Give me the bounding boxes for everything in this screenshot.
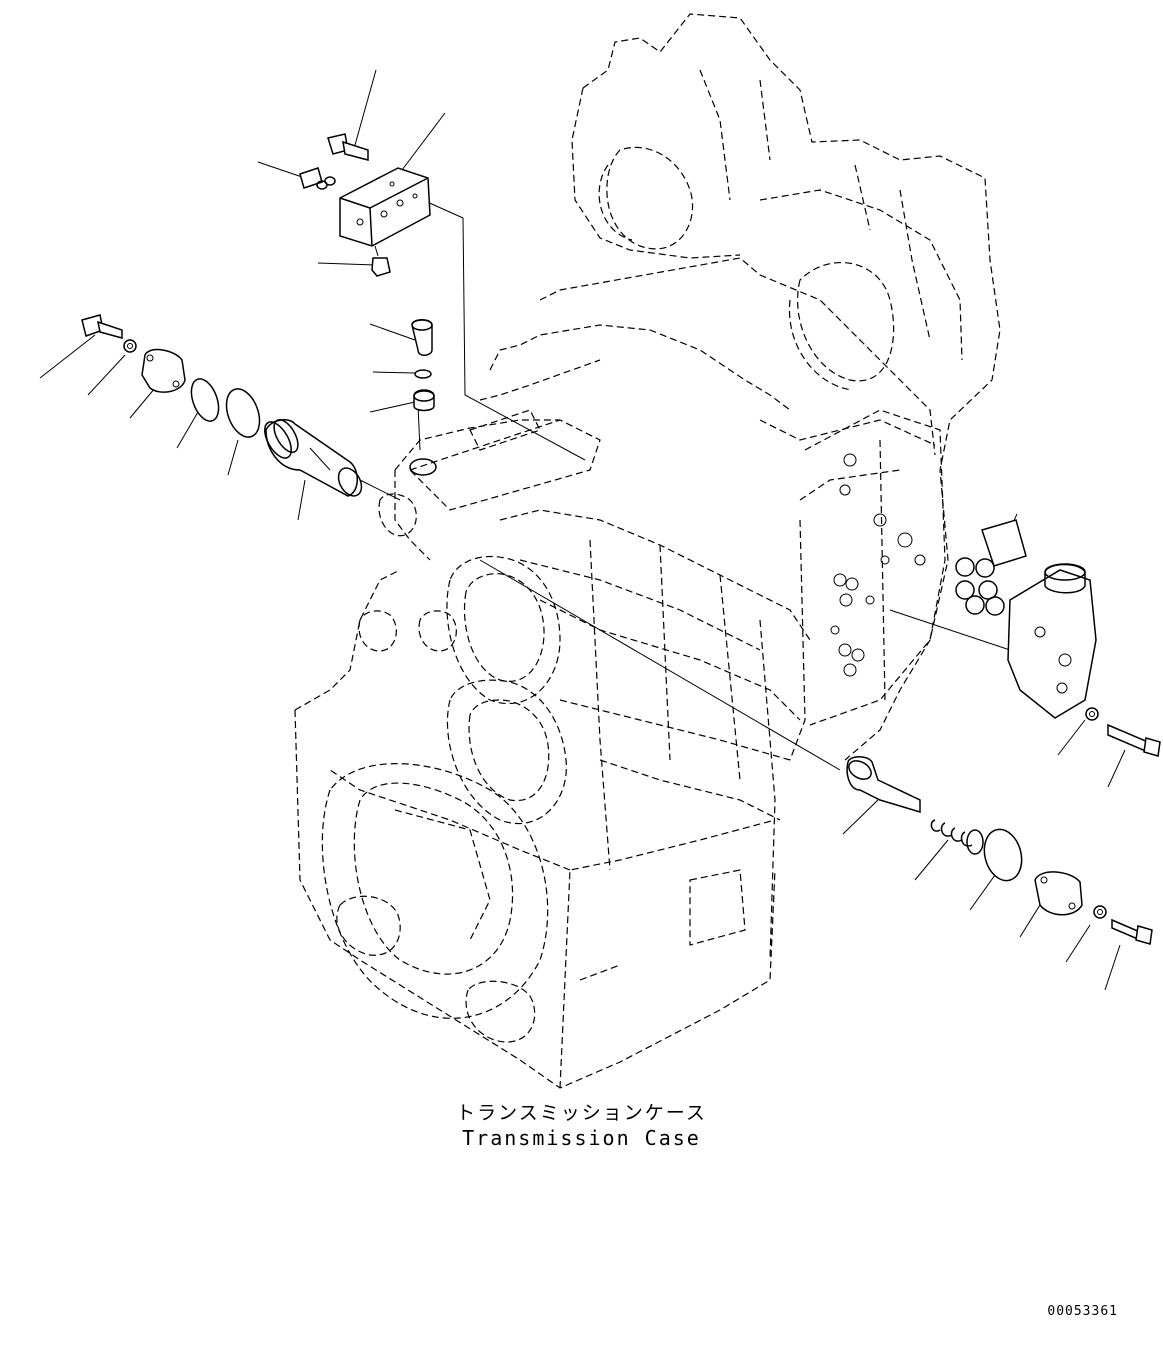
leader-lines: [39, 69, 1126, 991]
caption-english: Transmission Case: [462, 1126, 701, 1150]
valve-block-assembly: [299, 133, 431, 277]
caption-japanese: トランスミッションケース: [456, 1102, 707, 1124]
center-fittings: [409, 319, 437, 476]
transmission-case-outline: [294, 13, 1001, 1089]
left-cover-parts: [81, 314, 363, 497]
document-id: 00053361: [1047, 1304, 1118, 1319]
right-valve-assembly: [955, 519, 1161, 757]
lower-right-parts: [846, 756, 1153, 945]
